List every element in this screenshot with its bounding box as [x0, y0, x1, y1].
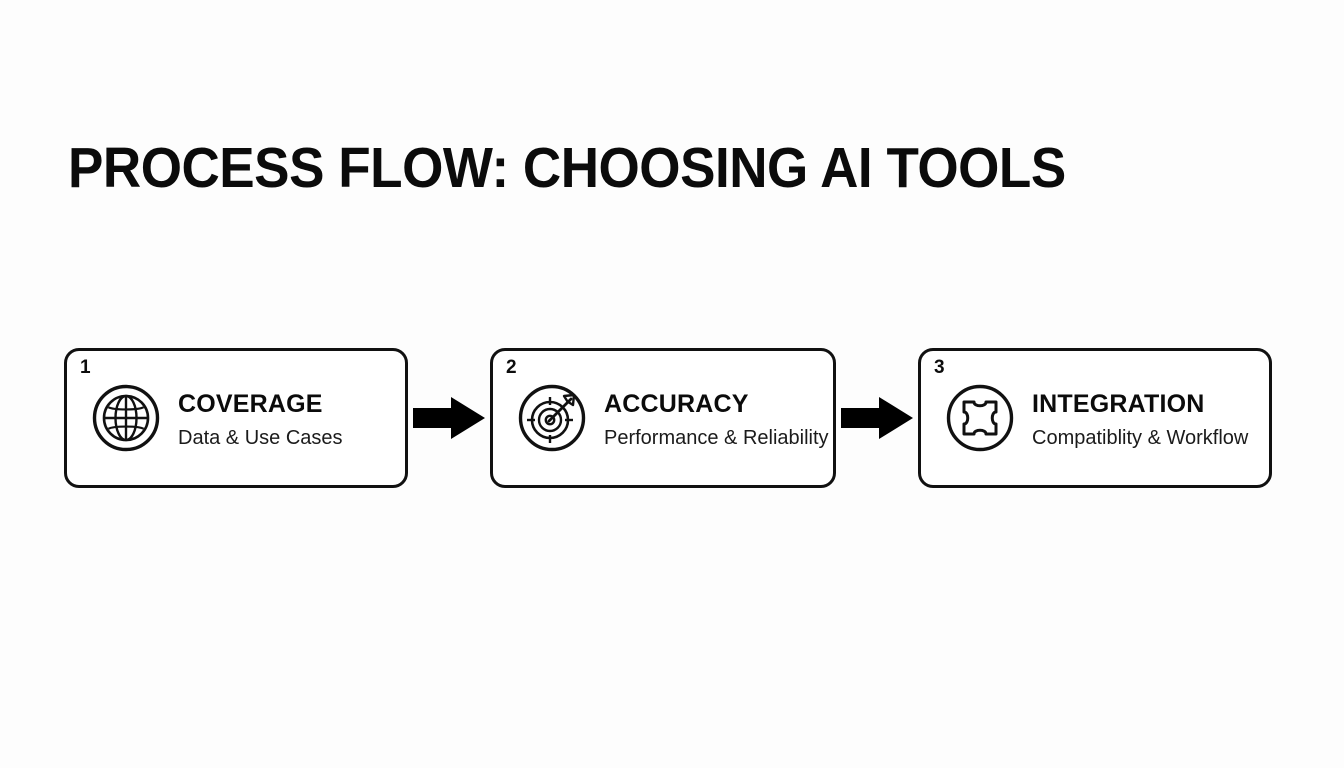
step-subtitle: Data & Use Cases — [178, 426, 343, 449]
step-number-badge: 1 — [80, 357, 91, 378]
step-title: COVERAGE — [178, 390, 323, 419]
step-subtitle: Compatiblity & Workflow — [1032, 426, 1249, 449]
step-text-block: COVERAGE Data & Use Cases — [178, 386, 343, 450]
step-card-coverage[interactable]: 1 COVERAGE Data & Use Cases — [64, 348, 408, 488]
page-title: PROCESS FLOW: CHOOSING AI TOOLS — [68, 136, 1066, 200]
globe-icon — [92, 384, 160, 452]
arrow-right-icon — [836, 396, 918, 440]
step-text-block: INTEGRATION Compatiblity & Workflow — [1032, 386, 1248, 450]
step-title: INTEGRATION — [1032, 390, 1205, 419]
step-text-block: ACCURACY Performance & Reliability — [604, 386, 829, 450]
step-subtitle: Performance & Reliability — [604, 426, 829, 449]
puzzle-piece-icon — [946, 384, 1014, 452]
step-number-badge: 3 — [934, 357, 945, 378]
arrow-right-icon — [408, 396, 490, 440]
step-title: ACCURACY — [604, 390, 749, 419]
step-number-badge: 2 — [506, 357, 517, 378]
step-card-accuracy[interactable]: 2 ACCURACY Performance & Reliabil — [490, 348, 836, 488]
process-flow-row: 1 COVERAGE Data & Use Cases — [64, 347, 1272, 489]
target-arrow-icon — [518, 384, 586, 452]
step-card-integration[interactable]: 3 INTEGRATION Compatiblity & Workflow — [918, 348, 1272, 488]
